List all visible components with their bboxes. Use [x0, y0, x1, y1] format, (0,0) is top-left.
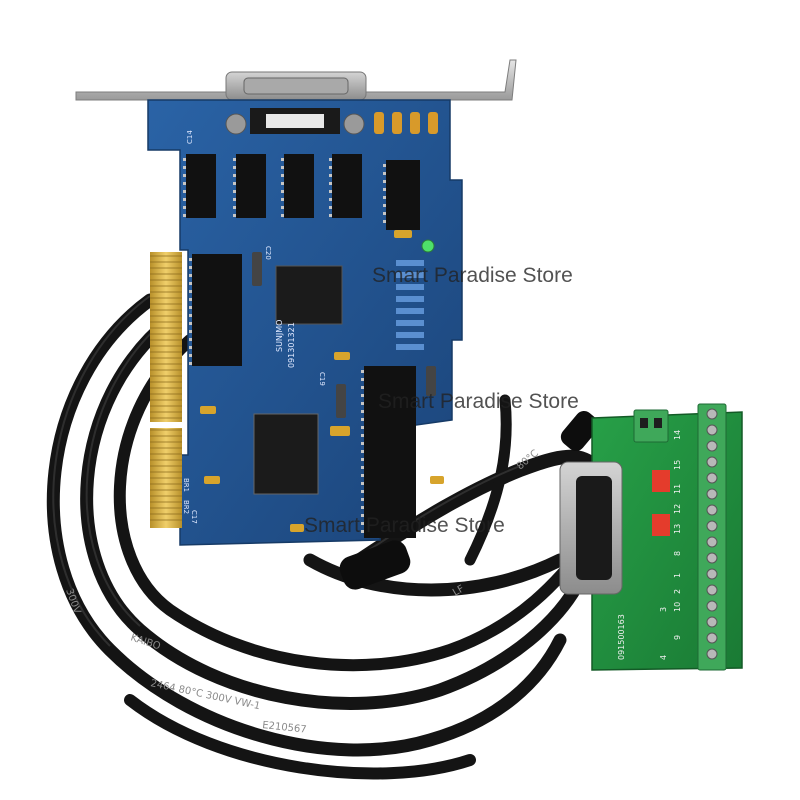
smd-components — [200, 230, 444, 532]
cable-tail — [464, 394, 512, 566]
pin-label: 10 — [673, 602, 682, 612]
cable-highlight — [52, 295, 521, 647]
pin-label: 13 — [673, 524, 682, 534]
pin-labels: 14 15 11 12 13 8 9 10 2 1 3 4 — [659, 430, 682, 660]
pin-label: 15 — [673, 460, 682, 470]
pin-label: 11 — [673, 484, 682, 494]
jumper-bottom — [652, 514, 670, 536]
resistor-array — [396, 260, 424, 350]
breakout-board: 091500163 14 15 11 12 13 8 9 10 2 1 3 4 — [559, 403, 743, 671]
pin-label: 3 — [659, 607, 668, 612]
cpld-chip — [275, 265, 343, 325]
board-serial-label: 091301321 — [287, 322, 296, 368]
status-led — [421, 239, 435, 253]
watermark-text: Smart Paradise Store — [304, 514, 505, 537]
silk-label: C17 — [190, 510, 198, 524]
cable-print-text: LF — [451, 583, 467, 598]
cable-print-text: E210567 — [262, 720, 307, 736]
board-model-label: SUNJMO — [275, 320, 284, 352]
pin-label: 12 — [673, 504, 682, 514]
ferrite-core-right — [560, 411, 600, 451]
breakout-board-id: 091500163 — [617, 614, 626, 660]
pin-label: 14 — [673, 430, 682, 440]
silk-label: BR2 — [182, 500, 190, 514]
cable-loop-inner — [113, 334, 596, 672]
power-terminal — [633, 409, 669, 443]
dip-ic-row — [186, 154, 420, 230]
ferrite-cores — [339, 411, 600, 590]
pin-label: 8 — [673, 551, 682, 556]
pci-edge-connector — [150, 252, 182, 528]
silk-label: C14 — [186, 130, 194, 144]
pin-label: 4 — [659, 655, 668, 660]
jumper-top — [652, 470, 670, 492]
ic-large-left — [192, 254, 242, 366]
pin-label: 9 — [673, 635, 682, 640]
ferrite-core-left — [339, 540, 411, 590]
silk-label: BR1 — [182, 478, 190, 492]
watermark-text: Smart Paradise Store — [378, 390, 579, 413]
qfp-chip — [253, 413, 319, 495]
capacitors-top — [374, 112, 438, 134]
cable-print-text: 300V — [63, 587, 82, 615]
pci-card: SUNJMO 091301321 C14 C20 C19 C17 BR1 BR2 — [75, 59, 517, 546]
watermark-text: Smart Paradise Store — [372, 264, 573, 287]
ic-tall-right — [364, 366, 416, 538]
pin-label: 2 — [673, 589, 682, 594]
cable-run-upper — [303, 553, 567, 597]
cable-loop-outer — [46, 293, 567, 757]
pin-label: 1 — [673, 573, 682, 578]
cable-loop-lower — [124, 694, 476, 780]
silk-label: C20 — [264, 246, 272, 260]
silk-label: C19 — [318, 372, 326, 386]
